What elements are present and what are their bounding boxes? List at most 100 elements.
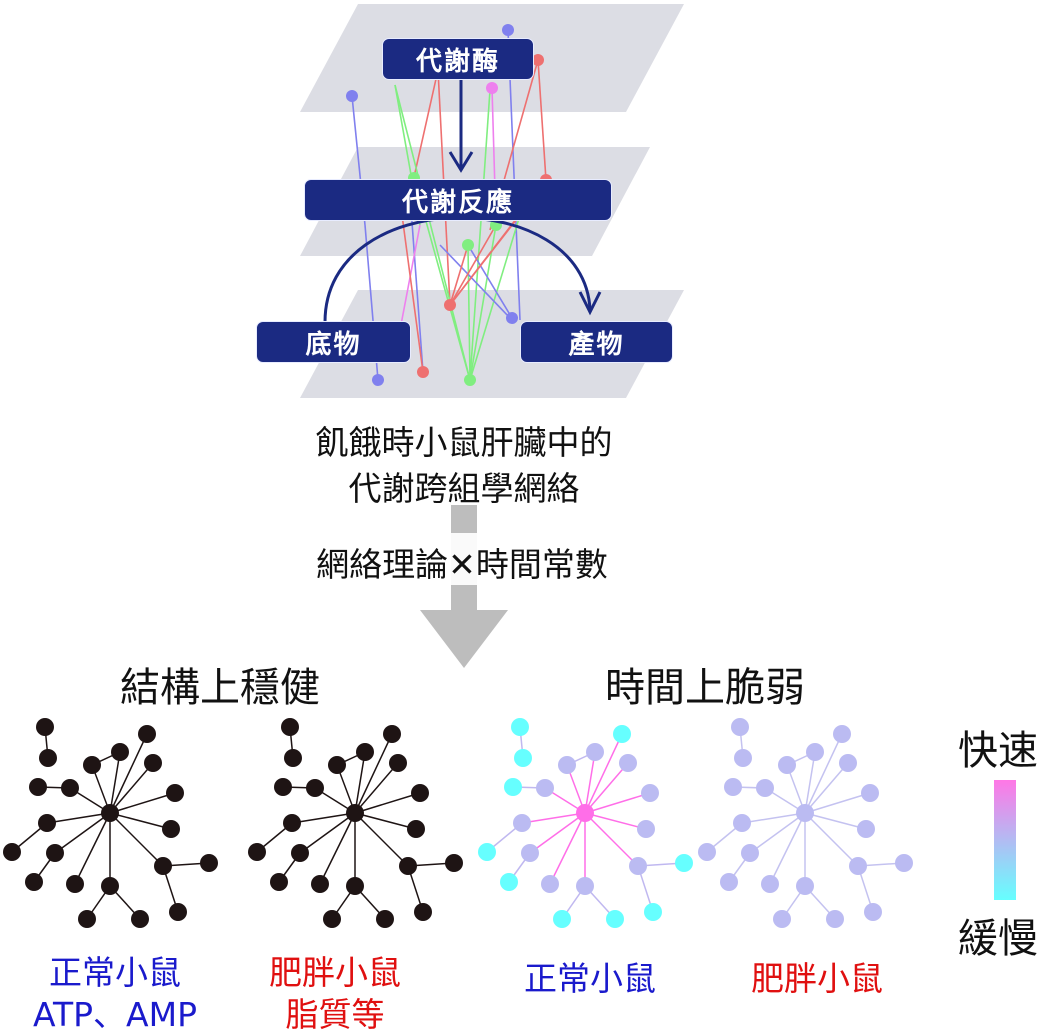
- network-node: [773, 910, 791, 928]
- network-node: [169, 903, 187, 921]
- network-label-obese-temporal: 肥胖小鼠: [751, 959, 883, 998]
- network-edge: [549, 812, 586, 885]
- network-node: [376, 910, 394, 928]
- method-label: 網絡理論✕時間常數: [316, 545, 608, 584]
- network-node: [407, 820, 425, 838]
- network-edge: [109, 792, 176, 814]
- network-node: [356, 743, 374, 761]
- temporal-title: 時間上脆弱: [605, 665, 805, 711]
- network-node: [101, 877, 119, 895]
- network-edge: [46, 812, 111, 824]
- network-node: [291, 844, 309, 862]
- network-node: [857, 820, 875, 838]
- network-node: [323, 910, 341, 928]
- network-node: [162, 820, 180, 838]
- network-obese-temporal: [698, 718, 913, 928]
- network-node: [541, 875, 559, 893]
- network-node: [414, 903, 432, 921]
- network-edge: [354, 792, 421, 814]
- network-edge: [109, 762, 154, 814]
- network-edge: [741, 812, 806, 824]
- network-edge: [354, 812, 409, 867]
- network-node: [724, 778, 742, 796]
- enzyme-to-reaction-arrow: [448, 78, 474, 173]
- network-edge: [319, 812, 356, 885]
- network-normal-structural: [3, 718, 218, 928]
- network-edge: [109, 812, 164, 867]
- network-label-normal-temporal: 正常小鼠: [524, 959, 656, 998]
- network-edge: [584, 751, 596, 814]
- network-node: [25, 873, 43, 891]
- network-node: [283, 814, 301, 832]
- network-node: [478, 843, 496, 861]
- network-node: [864, 903, 882, 921]
- network-node: [66, 875, 84, 893]
- network-node: [849, 857, 867, 875]
- network-node: [131, 910, 149, 928]
- network-node: [778, 756, 796, 774]
- network-node: [641, 784, 659, 802]
- network-node: [144, 754, 162, 772]
- network-node: [741, 844, 759, 862]
- enzyme-box: 代謝酶: [382, 38, 534, 80]
- network-label-normal-structural-1: 正常小鼠: [49, 953, 181, 992]
- network-edge: [584, 762, 629, 814]
- network-node: [284, 749, 302, 767]
- network-node: [166, 784, 184, 802]
- network-node: [411, 784, 429, 802]
- network-edge: [804, 812, 859, 867]
- network-node: [895, 854, 913, 872]
- network-edge: [354, 733, 393, 814]
- network-node: [629, 857, 647, 875]
- network-edge: [584, 792, 651, 814]
- network-edge: [529, 812, 586, 854]
- network-edge: [749, 812, 806, 854]
- network-edge: [584, 733, 623, 814]
- network-node: [606, 910, 624, 928]
- network-label-normal-structural-2: ATP、AMP: [32, 995, 198, 1034]
- network-edge: [584, 812, 647, 830]
- network-node: [731, 718, 749, 736]
- network-node: [796, 877, 814, 895]
- network-edge: [54, 812, 111, 854]
- network-edge: [109, 751, 121, 814]
- network-node: [445, 854, 463, 872]
- network-node: [389, 754, 407, 772]
- network-node: [826, 910, 844, 928]
- network-node: [504, 778, 522, 796]
- network-node: [806, 743, 824, 761]
- network-node: [61, 779, 79, 797]
- network-node: [586, 743, 604, 761]
- hub-node: [346, 804, 364, 822]
- method-label-backdrop: [192, 533, 684, 585]
- network-node: [513, 814, 531, 832]
- network-node: [536, 779, 554, 797]
- network-node: [270, 873, 288, 891]
- hub-node: [796, 804, 814, 822]
- network-node: [733, 814, 751, 832]
- network-label-obese-structural-2: 脂質等: [285, 995, 385, 1034]
- network-edge: [354, 812, 417, 830]
- network-node: [521, 844, 539, 862]
- structural-title: 結構上穩健: [120, 665, 320, 711]
- network-node: [399, 857, 417, 875]
- network-node: [619, 754, 637, 772]
- network-node: [553, 910, 571, 928]
- network-node: [248, 843, 266, 861]
- network-node: [514, 749, 532, 767]
- network-node: [839, 754, 857, 772]
- network-node: [720, 873, 738, 891]
- network-edge: [804, 762, 849, 814]
- network-node: [756, 779, 774, 797]
- legend-slow-label: 緩慢: [958, 916, 1038, 962]
- network-node: [576, 877, 594, 895]
- caption-line-2: 代謝跨組學網絡: [348, 469, 580, 508]
- network-node: [833, 725, 851, 743]
- network-node: [500, 873, 518, 891]
- network-label-obese-structural-1: 肥胖小鼠: [269, 953, 401, 992]
- network-node: [675, 854, 693, 872]
- network-node: [138, 725, 156, 743]
- network-edge: [354, 751, 366, 814]
